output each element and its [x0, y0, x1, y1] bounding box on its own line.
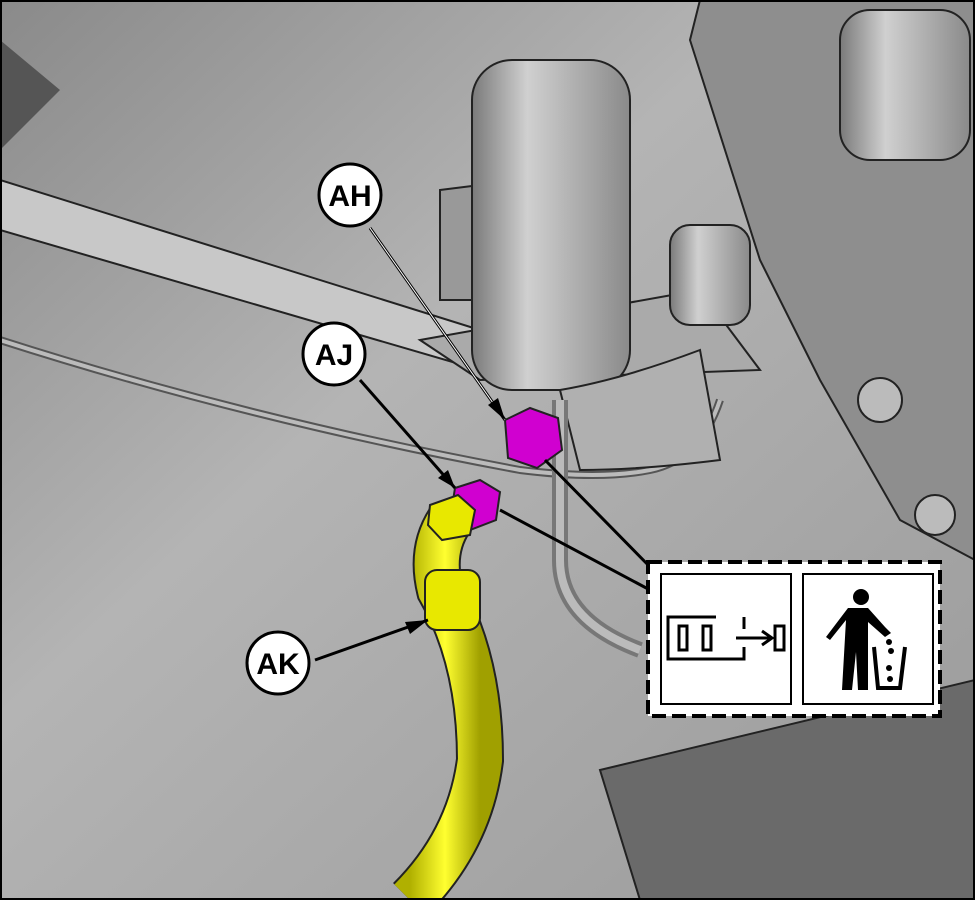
hose-ferrule — [424, 569, 481, 631]
filter-base — [558, 348, 722, 472]
fuel-filter-canister — [471, 59, 631, 391]
dispose-waste-icon — [802, 573, 934, 705]
callout-aj: AJ — [301, 321, 367, 387]
fitting-ah — [503, 406, 564, 470]
leader-lines — [314, 227, 657, 662]
callout-label: AH — [328, 180, 371, 213]
yellow-hose — [394, 507, 503, 900]
callout-ah: AH — [317, 162, 383, 228]
bracket — [0, 40, 60, 150]
filter-cap — [669, 224, 751, 326]
callout-ak: AK — [245, 630, 311, 696]
remove-part-icon — [660, 573, 792, 705]
symbol-panel — [646, 560, 942, 718]
callout-label: AJ — [315, 339, 353, 372]
callout-label: AK — [256, 648, 300, 681]
